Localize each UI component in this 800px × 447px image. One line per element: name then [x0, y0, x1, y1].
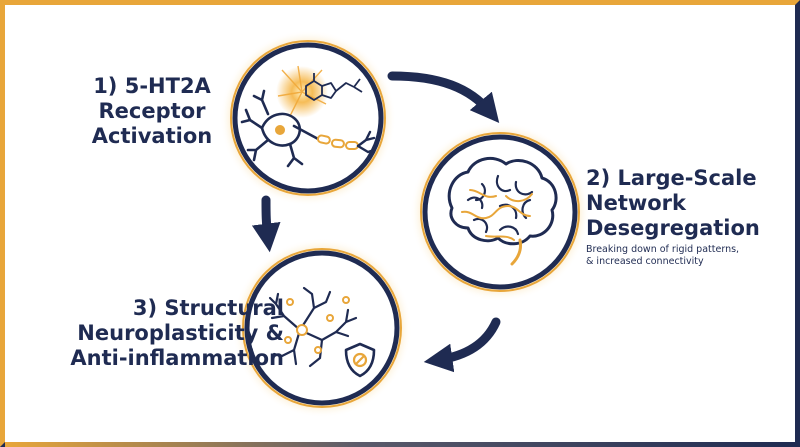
brain-icon [447, 156, 558, 266]
arrow-step1-to-step3 [251, 195, 281, 253]
step2-title-line2: Network [586, 191, 687, 215]
step2-caption-line2: & increased connectivity [586, 256, 704, 267]
step2-number: 2) [586, 166, 611, 190]
step1-title-line1: 5-HT2A [124, 74, 211, 98]
step1-circle [220, 30, 396, 206]
step2-label: 2) Large-Scale Network Desegregation [586, 166, 791, 241]
step2-label-line1: 2) Large-Scale [586, 166, 791, 191]
step3-circle [232, 238, 412, 418]
step2-title-line3: Desegregation [586, 216, 760, 240]
arrow-step1-to-step2 [387, 71, 500, 124]
step2-circle [410, 122, 590, 302]
arrow-step2-to-step3 [423, 317, 501, 373]
step1-number: 1) [93, 74, 118, 98]
step1-title-line3: Activation [91, 124, 213, 148]
step3-title-line2: Neuroplasticity & [77, 321, 284, 345]
step1-title-line2: Receptor [98, 99, 206, 123]
step3-number: 3) [132, 296, 158, 320]
dendrite-shield-icon [268, 286, 376, 378]
step3-title-line3: Anti-inflammation [70, 346, 284, 370]
neuron-receptor-icon [240, 65, 376, 168]
step1-label: 1) 5-HT2A Receptor Activation [62, 74, 242, 149]
step2-caption-line1: Breaking down of rigid patterns, [586, 244, 740, 255]
step3-label-line1: 3) Structural [54, 296, 284, 321]
step2-title-line1: Large-Scale [617, 166, 757, 190]
step3-label: 3) Structural Neuroplasticity & Anti-inf… [54, 296, 284, 371]
step2-caption: Breaking down of rigid patterns, & incre… [586, 244, 791, 268]
step3-title-line1: Structural [164, 296, 284, 320]
step1-label-line1: 1) 5-HT2A [62, 74, 242, 99]
